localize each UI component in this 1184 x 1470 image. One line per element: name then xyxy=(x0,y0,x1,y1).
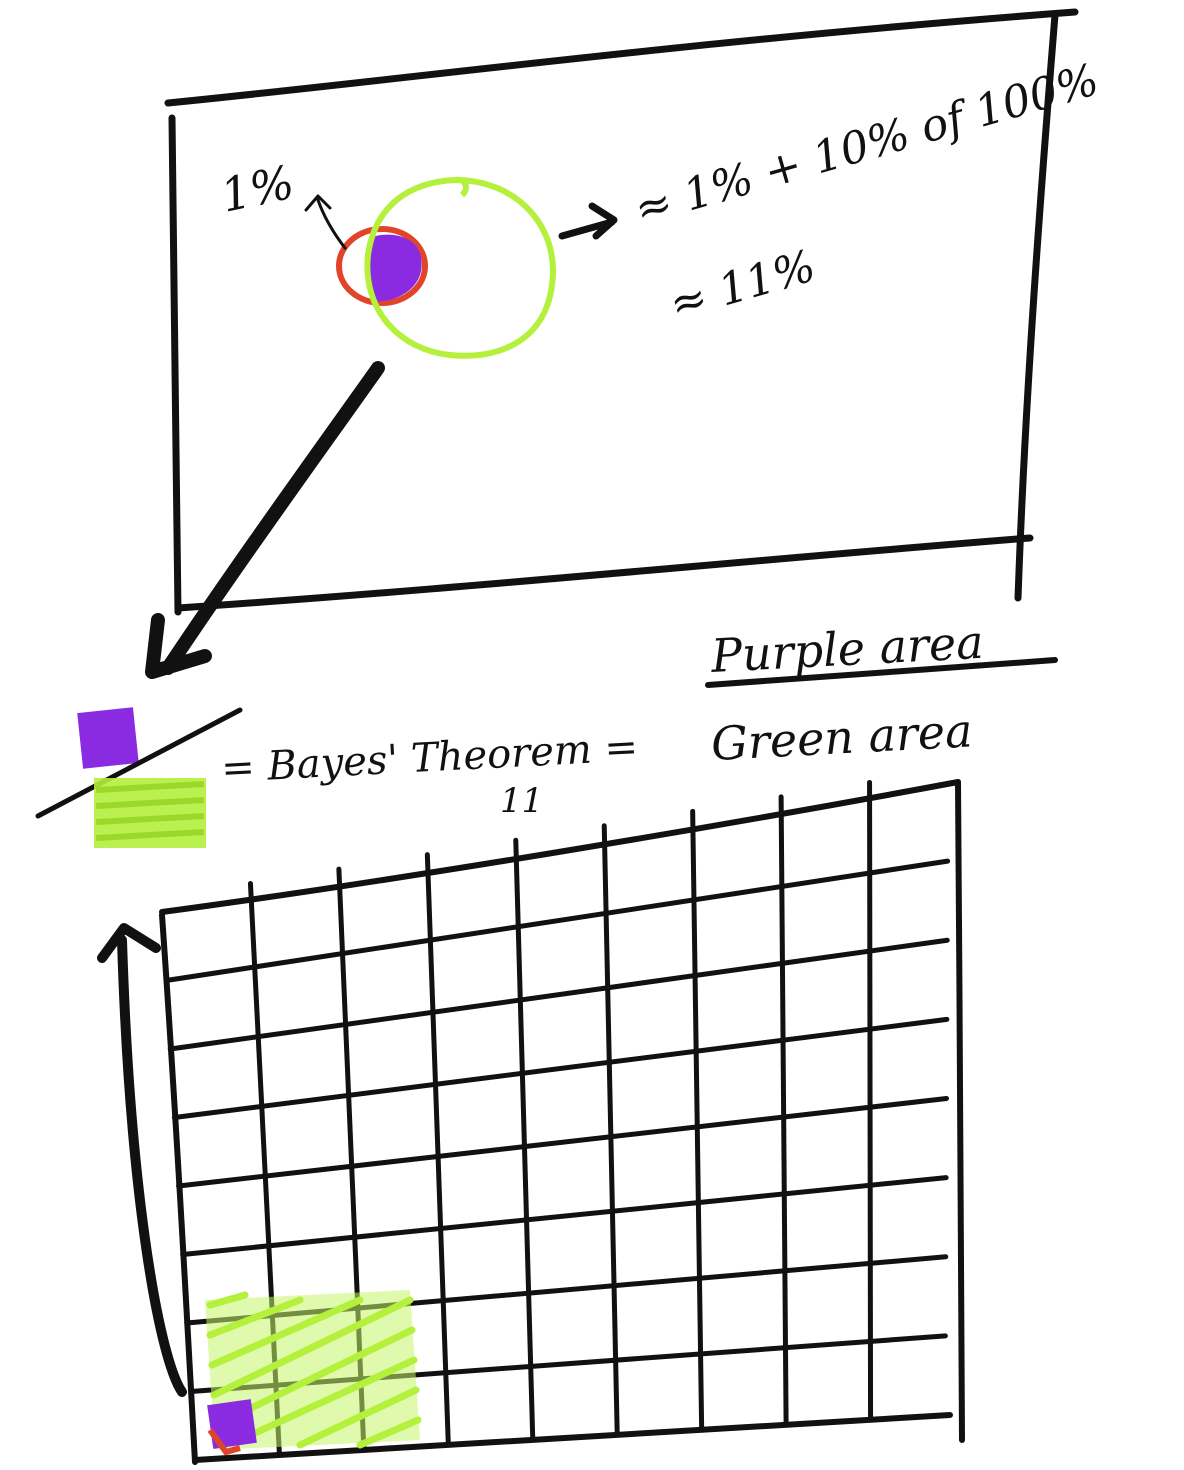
grid-row-line xyxy=(167,937,950,1052)
top-panel-top-edge xyxy=(164,8,1079,107)
estimate-line1: ≈ 1% + 10% of 100% xyxy=(629,54,1104,235)
up-arrow xyxy=(117,935,187,1397)
top-panel-left-edge xyxy=(168,114,182,616)
grid-row-line xyxy=(171,1016,950,1120)
grid-row-line xyxy=(163,858,951,983)
grid-column-line xyxy=(513,837,536,1443)
red-circle xyxy=(336,226,428,306)
grid-right-edge xyxy=(955,779,965,1443)
grid-top-edge xyxy=(159,779,961,915)
big-down-arrow xyxy=(161,361,385,675)
small-label: 1% xyxy=(216,155,299,223)
up-arrow-head xyxy=(97,923,161,963)
green-circle xyxy=(364,176,556,359)
right-arrow xyxy=(558,202,618,240)
grid-column-line xyxy=(601,823,620,1438)
green-square xyxy=(94,778,206,848)
top-panel-right-edge xyxy=(1014,11,1059,602)
red-corner-mark xyxy=(207,1428,241,1456)
equals-tick: 11 xyxy=(500,781,543,821)
small-arrow xyxy=(304,194,347,250)
purple-square xyxy=(77,707,139,769)
grid-row-line xyxy=(176,1096,949,1189)
fraction-bar-left xyxy=(35,707,243,819)
color-fraction xyxy=(35,707,243,848)
grid-group xyxy=(159,779,965,1465)
grid-row-line xyxy=(180,1175,949,1257)
bayes-theorem-label: = Bayes' Theorem = xyxy=(220,724,639,792)
grid-bottom-edge xyxy=(192,1412,953,1463)
top-panel: 1% ≈ 1% + 10% of 100% ≈ 11% xyxy=(164,8,1104,616)
fraction-bar-right xyxy=(705,657,1058,688)
grid-column-line xyxy=(778,794,789,1428)
purple-corner-square xyxy=(207,1399,257,1449)
grid-column-line xyxy=(867,779,874,1423)
grid-column-line xyxy=(424,852,451,1448)
fraction-denominator: Green area xyxy=(710,703,974,771)
green-hatched-region xyxy=(205,1290,422,1450)
top-panel-bottom-edge xyxy=(174,534,1034,612)
estimate-line2: ≈ 11% xyxy=(664,241,821,331)
grid-column-line xyxy=(690,808,705,1433)
grid-left-edge xyxy=(159,912,198,1465)
big-down-arrow-head xyxy=(145,613,212,679)
